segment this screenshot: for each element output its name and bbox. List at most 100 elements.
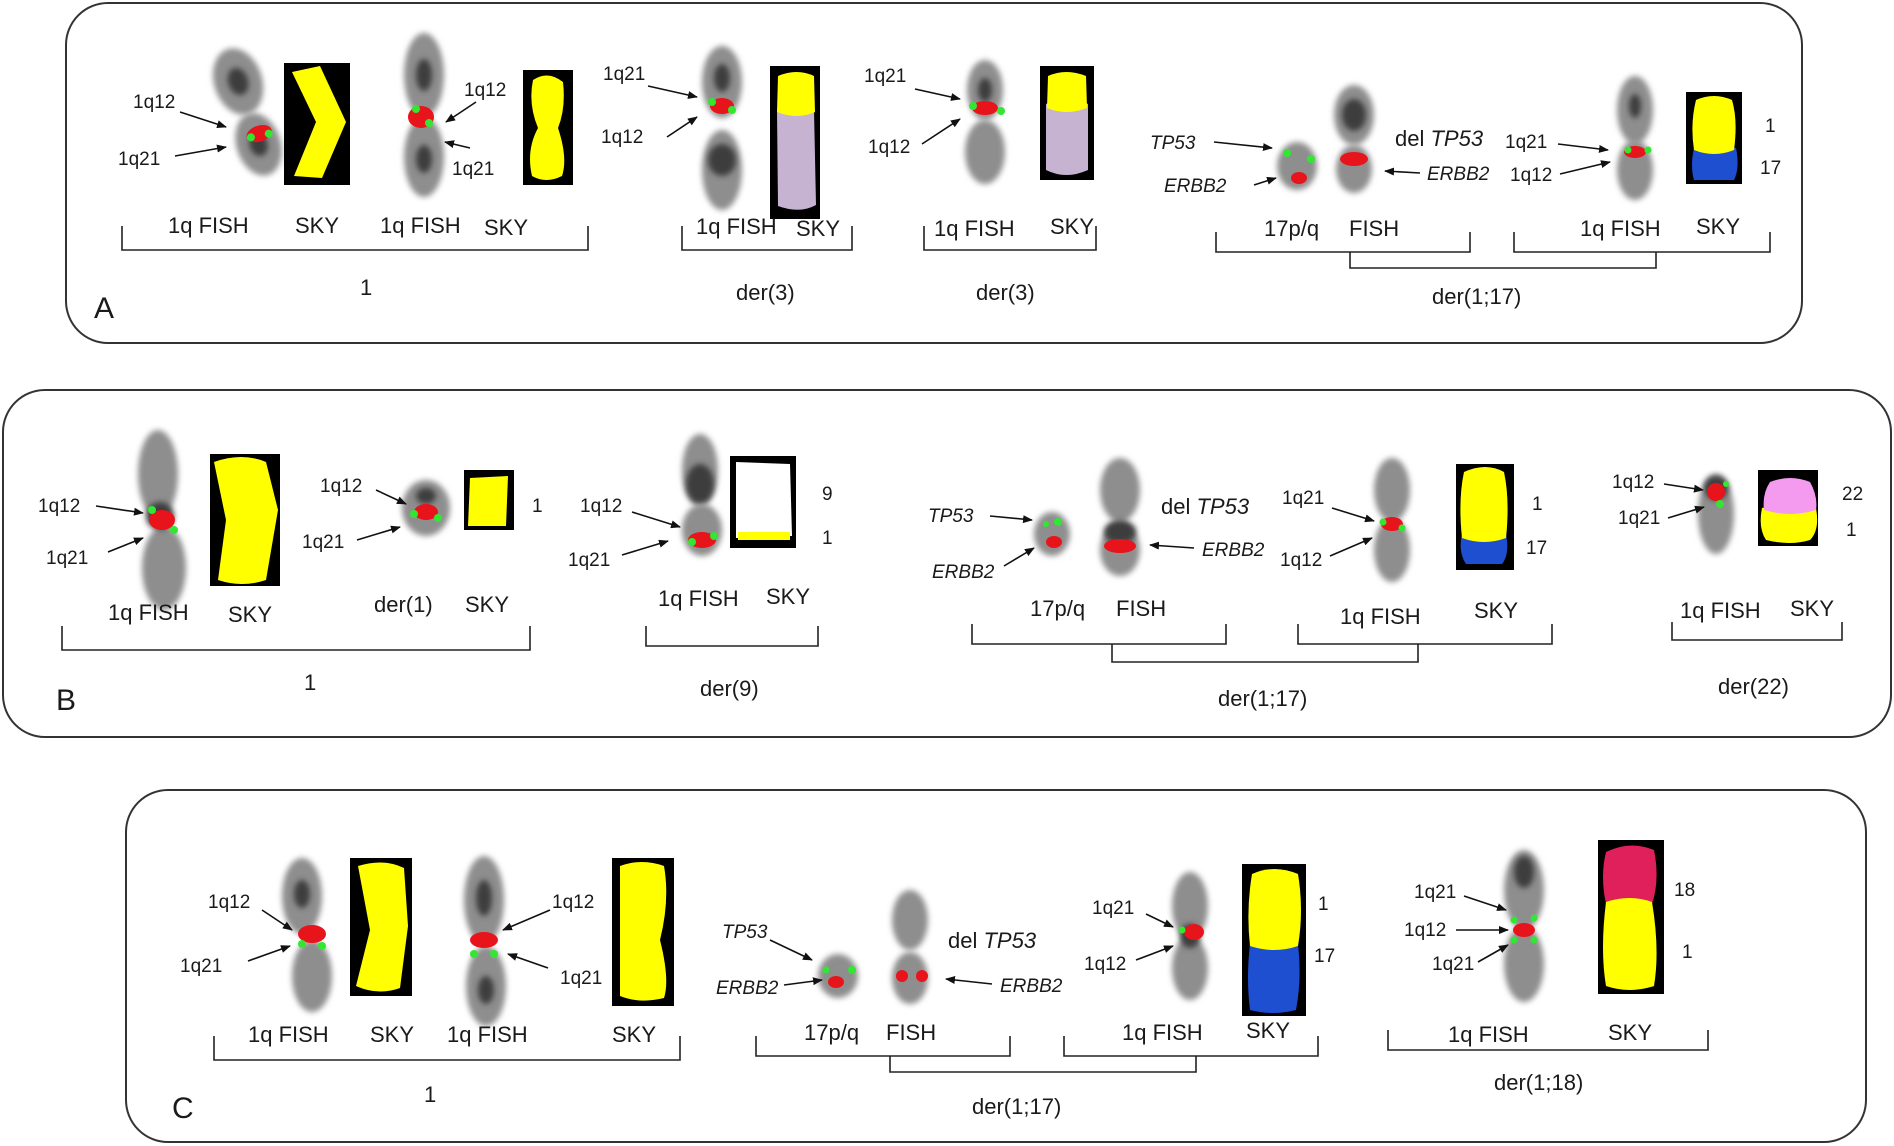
probe-label: 1q21	[864, 66, 906, 87]
sub-label: SKY	[1696, 214, 1740, 239]
fish-chromosome	[1100, 458, 1140, 576]
sky-image	[210, 454, 280, 586]
fish-chromosome	[1034, 512, 1070, 556]
probe-label: 1q21	[46, 548, 88, 569]
fish-signal-red	[470, 932, 498, 948]
sky-image	[1456, 464, 1514, 570]
sky-number: 17	[1314, 946, 1335, 967]
gene-label: ERBB2	[1000, 976, 1063, 997]
sky-number: 1	[1532, 494, 1543, 515]
sky-paint	[620, 862, 667, 1001]
fish-signal-green	[490, 950, 498, 958]
sky-paint	[738, 532, 790, 540]
probe-label: 1q12	[1084, 954, 1126, 975]
sub-label: SKY	[370, 1022, 414, 1047]
probe-label: 1q21	[603, 64, 645, 85]
sub-label: SKY	[612, 1022, 656, 1047]
group-bracket	[1349, 252, 1657, 269]
panel-c: C	[125, 789, 1867, 1143]
group-bracket	[213, 1036, 681, 1061]
gene-label: ERBB2	[1202, 540, 1265, 561]
probe-label: 1q12	[38, 496, 80, 517]
sub-label: SKY	[1050, 214, 1094, 239]
fish-signal-red	[414, 504, 438, 520]
sub-label: 1q FISH	[1122, 1020, 1203, 1045]
gene-label: TP53	[1150, 133, 1196, 154]
probe-label: 1q21	[452, 159, 494, 180]
sky-image	[350, 858, 412, 996]
sub-label: 1q FISH	[108, 600, 189, 625]
fish-signal-green	[425, 119, 433, 127]
fish-signal-red	[1046, 536, 1062, 548]
group-bracket	[1297, 624, 1553, 645]
probe-label: 1q12	[601, 127, 643, 148]
probe-label: 1q12	[133, 92, 175, 113]
sky-number: 18	[1674, 880, 1695, 901]
group-name: 1	[424, 1082, 436, 1107]
probe-label: 1q12	[868, 137, 910, 158]
probe-label: 1q21	[1282, 488, 1324, 509]
fish-signal-green	[1054, 518, 1062, 526]
sub-label: SKY	[295, 213, 339, 238]
sky-image	[284, 63, 350, 185]
sub-label: SKY	[484, 215, 528, 240]
sky-number: 17	[1526, 538, 1547, 559]
fish-chromosome	[818, 954, 858, 998]
gene-label: ERBB2	[1427, 164, 1490, 185]
sky-number: 1	[822, 528, 833, 549]
sub-label: 1q FISH	[1580, 216, 1661, 241]
sky-number: 1	[532, 496, 543, 517]
sky-number: 1	[1846, 520, 1857, 541]
fish-chromosome	[1374, 458, 1410, 582]
group-bracket	[1063, 1036, 1319, 1057]
fish-signal-green	[410, 510, 418, 518]
panel-c-label: C	[172, 1092, 194, 1125]
group-name: der(3)	[976, 280, 1035, 305]
sky-paint	[356, 862, 408, 992]
fish-signal-green	[1510, 936, 1518, 944]
sky-number: 22	[1842, 484, 1863, 505]
fish-signal-green	[412, 105, 420, 113]
fish-signal-green	[1398, 524, 1406, 532]
fish-signal-red	[1513, 923, 1535, 937]
gene-label: ERBB2	[716, 978, 779, 999]
sub-label: SKY	[465, 592, 509, 617]
group-bracket	[121, 226, 589, 251]
sky-number: 17	[1760, 158, 1781, 179]
fish-signal-red	[916, 970, 928, 982]
fish-chromosome	[464, 856, 506, 1026]
sub-label: SKY	[228, 602, 272, 627]
probe-label: 1q21	[1092, 898, 1134, 919]
fish-signal-red	[1184, 924, 1204, 940]
sky-paint	[1460, 467, 1508, 542]
fish-signal-red	[828, 976, 844, 988]
fish-signal-red	[298, 925, 326, 943]
sky-image	[730, 456, 796, 548]
probe-label: 1q21	[1618, 508, 1660, 529]
fish-signal-green	[434, 514, 442, 522]
probe-label: 1q12	[1280, 550, 1322, 571]
fish-signal-green	[1178, 926, 1186, 934]
probe-label: 1q12	[208, 892, 250, 913]
fish-chromosome	[282, 858, 332, 1012]
probe-label: 1q21	[568, 550, 610, 571]
fish-chromosome	[1504, 850, 1544, 1002]
group-name: der(1;17)	[1218, 686, 1307, 711]
group-name: der(22)	[1718, 674, 1789, 699]
sky-image	[612, 858, 674, 1006]
group-bracket	[61, 626, 531, 651]
probe-label: 1q21	[560, 968, 602, 989]
panel-a-group-4: 1 17 TP53 ERBB2 del TP53 ERBB2 1q21 1q12…	[1150, 76, 1781, 309]
fish-signal-green	[1624, 146, 1632, 154]
sky-image	[770, 66, 820, 219]
fish-signal-red	[1104, 539, 1136, 553]
group-bracket	[1387, 1030, 1709, 1051]
probe-label: 1q21	[1414, 882, 1456, 903]
panel-c-group-1: 1q12 1q21 1q12 1q21 1q FISH SKY 1q FISH …	[180, 856, 681, 1107]
group-name: 1	[304, 670, 316, 695]
sky-number: 1	[1682, 942, 1693, 963]
fish-signal-red	[896, 970, 908, 982]
sky-paint	[1603, 845, 1657, 907]
sky-paint	[777, 72, 815, 116]
